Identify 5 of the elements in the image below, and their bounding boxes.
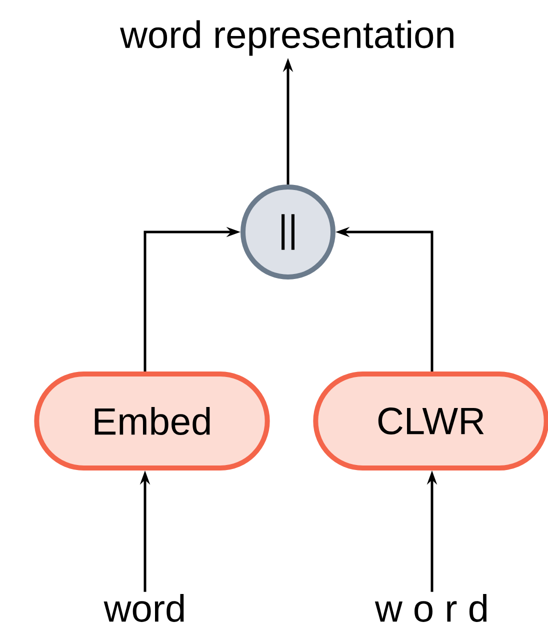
output-label: word representation (120, 20, 454, 56)
clwr-box: CLWR (313, 372, 548, 470)
input-label: w o r d (374, 594, 487, 622)
embed-box: Embed (34, 372, 270, 470)
input-label: word (104, 594, 184, 622)
